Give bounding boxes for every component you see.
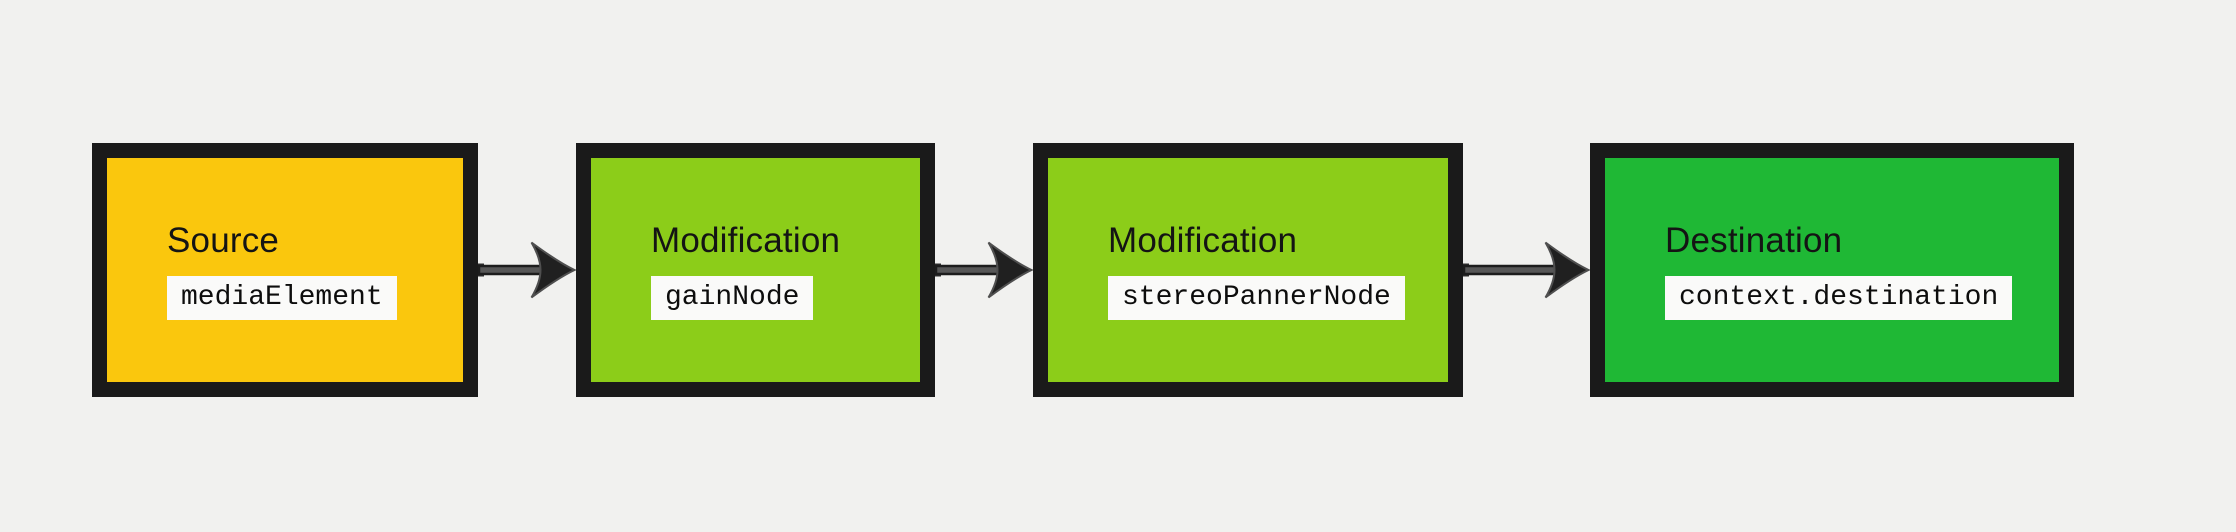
node-code-chip: stereoPannerNode [1108, 276, 1405, 320]
node-destination: Destination context.destination [1590, 143, 2074, 397]
node-code-chip: context.destination [1665, 276, 2013, 320]
arrow-stem [478, 264, 551, 276]
node-role-label: Destination [1665, 221, 1843, 260]
arrow-right-icon [1463, 241, 1590, 299]
node-role-label: Modification [1108, 221, 1298, 260]
node-stereo-panner: Modification stereoPannerNode [1033, 143, 1463, 397]
arrow-head [987, 241, 1033, 299]
node-code-chip: gainNode [651, 276, 814, 320]
node-role-label: Source [167, 221, 280, 260]
arrow-right-icon [935, 241, 1033, 299]
node-flow: Source mediaElement Modification gainNod… [92, 143, 2074, 397]
arrow-stem [935, 264, 1008, 276]
node-code-chip: mediaElement [167, 276, 397, 320]
arrow-right-icon [478, 241, 576, 299]
arrow-stem [1463, 264, 1565, 276]
node-role-label: Modification [651, 221, 841, 260]
arrow-head [530, 241, 576, 299]
arrow-head [1544, 241, 1590, 299]
node-source: Source mediaElement [92, 143, 478, 397]
node-gain: Modification gainNode [576, 143, 935, 397]
